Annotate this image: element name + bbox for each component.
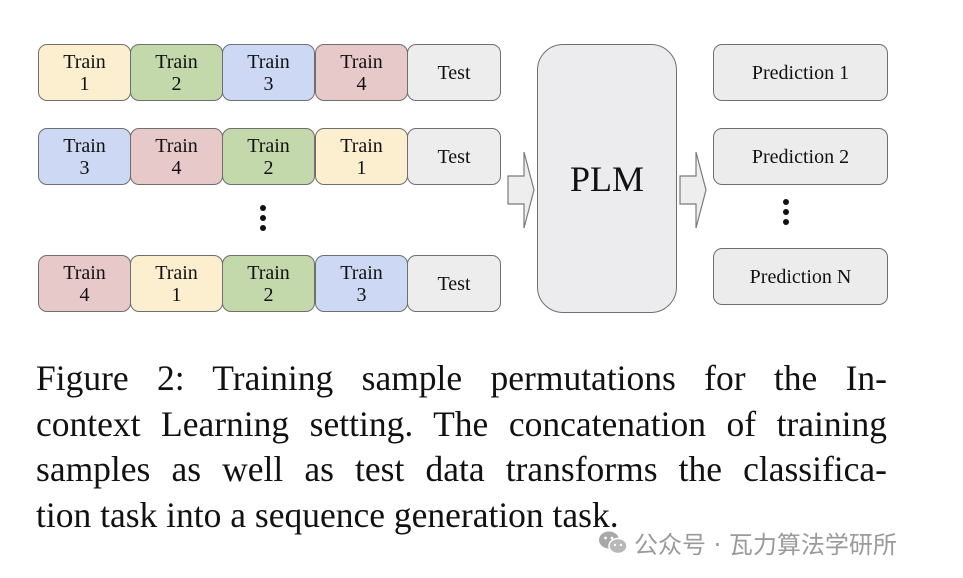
box-label-number: 3 xyxy=(79,156,90,179)
box-label-number: 1 xyxy=(356,156,367,179)
box-label-top: Train xyxy=(155,261,198,284)
prediction-box-2: Prediction 2 xyxy=(713,128,888,185)
box-label-top: Test xyxy=(437,61,471,84)
box-label-number: 1 xyxy=(79,72,90,95)
arrow-to-plm-icon xyxy=(507,151,535,229)
box-label-top: Train xyxy=(340,261,383,284)
box-label-number: 1 xyxy=(171,283,182,306)
box-label-top: Train xyxy=(63,261,106,284)
prediction-label: Prediction N xyxy=(749,265,852,288)
watermark-text: 公众号 · 瓦力算法学研所 xyxy=(634,531,897,559)
box-label-number: 4 xyxy=(356,72,367,95)
caption-line-4: tion task into a sequence generation tas… xyxy=(36,494,619,535)
box-label-number: 2 xyxy=(263,283,274,306)
test-sample-box: Test xyxy=(407,255,501,312)
box-label-top: Train xyxy=(63,134,106,157)
box-label-top: Test xyxy=(437,272,471,295)
box-label-top: Train xyxy=(155,50,198,73)
prediction-label: Prediction 1 xyxy=(751,61,850,84)
caption-line-2: context Learning setting. The concatenat… xyxy=(36,403,887,444)
arrow-to-predictions-icon xyxy=(679,151,707,229)
box-label-top: Train xyxy=(340,50,383,73)
box-label-top: Train xyxy=(247,261,290,284)
figure-caption: Figure 2: Training sample permutations f… xyxy=(36,356,887,538)
plm-model-box: PLM xyxy=(537,44,677,313)
ellipsis-vertical-predictions xyxy=(783,199,789,229)
box-label-top: Train xyxy=(247,50,290,73)
ellipsis-vertical-rows xyxy=(260,205,266,235)
box-label-number: 3 xyxy=(263,72,274,95)
test-sample-box: Test xyxy=(407,128,501,185)
prediction-box-n: Prediction N xyxy=(713,248,888,305)
caption-line-3: samples as well as test data transforms … xyxy=(36,449,887,489)
box-label-top: Train xyxy=(340,134,383,157)
box-label-number: 4 xyxy=(171,156,182,179)
box-label-top: Train xyxy=(155,134,198,157)
watermark: 公众号 · 瓦力算法学研所 xyxy=(598,525,897,560)
prediction-box-1: Prediction 1 xyxy=(713,44,888,101)
test-sample-box: Test xyxy=(407,44,501,101)
wechat-icon xyxy=(599,531,628,554)
box-label-top: Test xyxy=(437,145,471,168)
box-label-top: Train xyxy=(247,134,290,157)
plm-label: PLM xyxy=(569,158,645,199)
caption-line-1: Figure 2: Training sample permutations f… xyxy=(36,358,887,398)
box-label-number: 3 xyxy=(356,283,367,306)
box-label-number: 2 xyxy=(171,72,182,95)
prediction-label: Prediction 2 xyxy=(751,145,850,168)
box-label-number: 2 xyxy=(263,156,274,179)
box-label-number: 4 xyxy=(79,283,90,306)
box-label-top: Train xyxy=(63,50,106,73)
